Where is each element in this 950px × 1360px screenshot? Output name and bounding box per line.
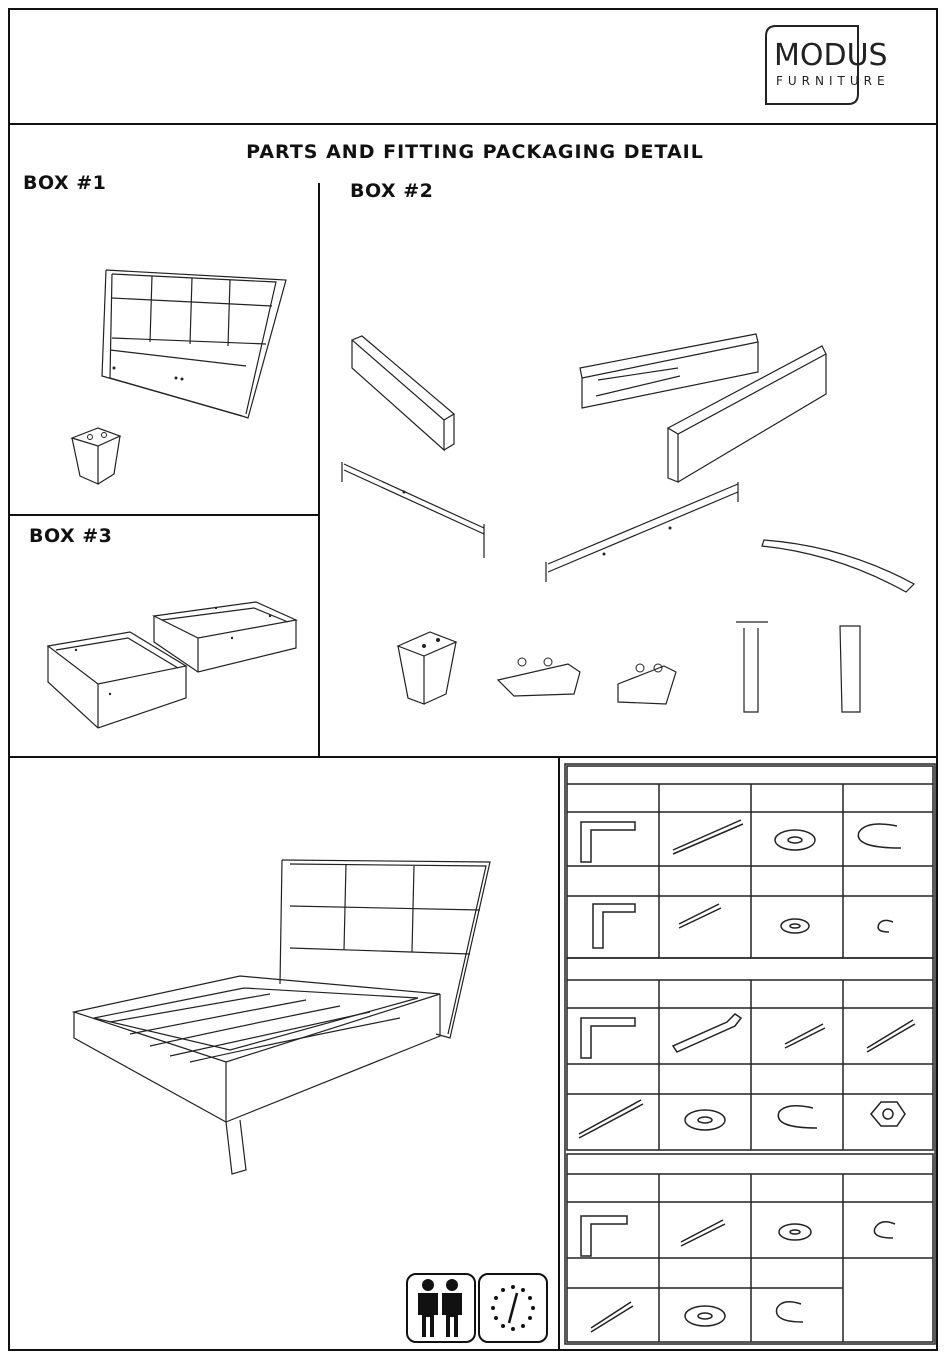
header-divider [8, 123, 938, 125]
parts-divider [8, 756, 938, 758]
clock-icon [478, 1273, 548, 1343]
logo-subtitle: FURNITURE [776, 74, 890, 88]
drawers-drawing [46, 598, 306, 738]
box1-label: BOX #1 [23, 172, 106, 194]
headboard-drawing [96, 266, 286, 426]
box2-label: BOX #2 [350, 180, 433, 202]
leg-block-drawing [68, 424, 128, 488]
hardware-panel [563, 762, 937, 1346]
hardware-column-divider [558, 756, 560, 1351]
page-title: PARTS AND FITTING PACKAGING DETAIL [0, 141, 950, 163]
box1-box3-divider [8, 514, 320, 516]
modus-logo: MODUS FURNITURE [764, 24, 898, 106]
assembled-bed-drawing [70, 858, 490, 1178]
box2-parts-drawing [334, 332, 914, 722]
box3-label: BOX #3 [29, 525, 112, 547]
two-people-icon [406, 1273, 476, 1343]
logo-wordmark: MODUS [774, 38, 888, 73]
box-column-divider [318, 183, 320, 757]
hardware-grid [563, 762, 937, 1346]
